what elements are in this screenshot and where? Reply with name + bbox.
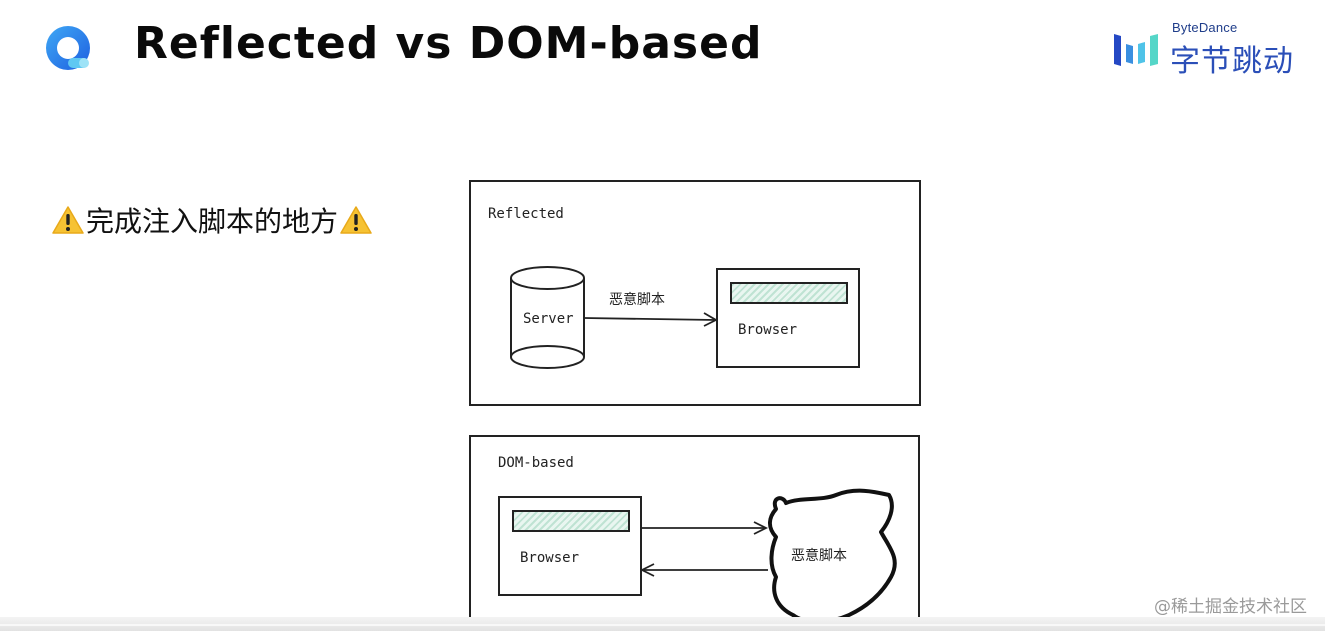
address-bar-hatch [730, 282, 848, 304]
progress-track[interactable] [0, 624, 1325, 626]
reflected-label: Reflected [488, 206, 564, 222]
reflected-diagram: Reflected Server 恶意脚本 Browser [469, 180, 921, 406]
app-logo-icon [46, 26, 90, 70]
brand-name-cn: 字节跳动 [1170, 44, 1294, 79]
browser-label: Browser [520, 550, 580, 566]
malicious-script-label: 恶意脚本 [609, 292, 665, 308]
browser-box: Browser [716, 268, 860, 368]
arrow-left-icon [639, 563, 768, 577]
cloud-icon [768, 488, 897, 624]
arrow-right-icon [642, 521, 769, 535]
brand-name-en: ByteDance [1172, 20, 1238, 35]
bytedance-brand: ByteDance 字节跳动 [1112, 20, 1302, 79]
slide-title: Reflected vs DOM-based [134, 18, 763, 69]
watermark: @稀土掘金技术社区 [1154, 597, 1307, 617]
server-cylinder-icon [510, 266, 586, 369]
browser-box: Browser [498, 496, 642, 596]
browser-label: Browser [738, 322, 798, 338]
bullet-text: 完成注入脚本的地方 [86, 205, 339, 238]
dom-based-diagram: DOM-based Browser 恶意脚本 [469, 435, 920, 631]
dom-based-label: DOM-based [498, 455, 574, 471]
address-bar-hatch [512, 510, 630, 532]
malicious-script-label: 恶意脚本 [791, 548, 847, 564]
bytedance-bars-icon [1114, 34, 1158, 66]
warning-icon [52, 206, 84, 234]
bullet-point: 完成注入脚本的地方 [52, 200, 372, 240]
warning-icon [340, 206, 372, 234]
server-label: Server [523, 311, 574, 327]
